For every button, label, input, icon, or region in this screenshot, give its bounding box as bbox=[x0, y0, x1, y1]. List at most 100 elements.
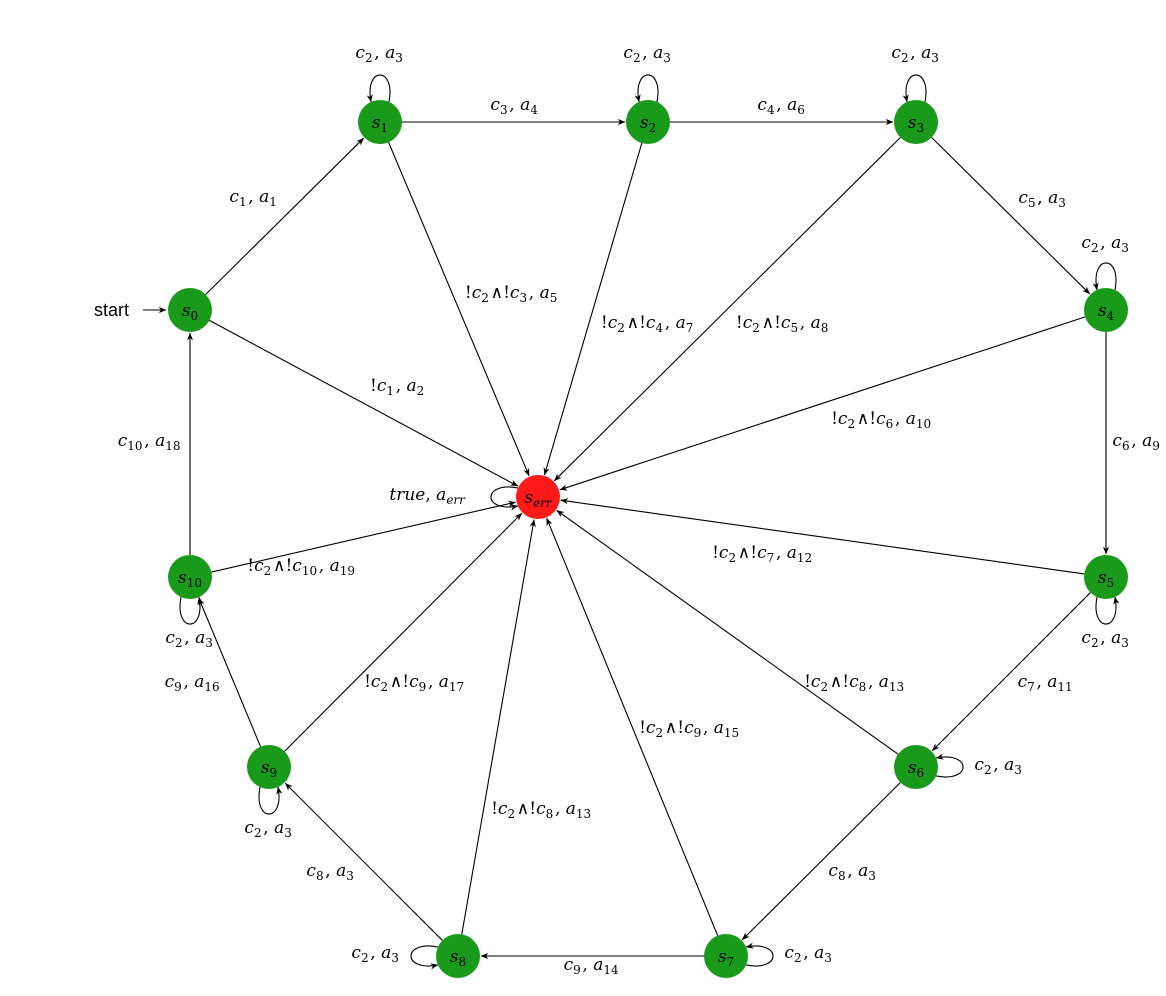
edge-label-s10-s0: c10 , a18 bbox=[118, 431, 182, 453]
state-circle-s10 bbox=[168, 555, 212, 599]
state-node-s9: s9 bbox=[247, 745, 291, 789]
self-loop-label-serr: true, aerr bbox=[389, 485, 466, 507]
edge-s5-serr bbox=[560, 498, 1085, 575]
self-loop-label-s8: c2 , a3 bbox=[351, 943, 400, 965]
edge-label-s6-s7: c8 , a3 bbox=[828, 861, 877, 883]
state-node-serr: serr bbox=[516, 475, 560, 519]
self-loop-label-s9: c2 , a3 bbox=[244, 818, 293, 840]
start-label: start bbox=[94, 300, 129, 320]
state-circle-s6 bbox=[894, 745, 938, 789]
edge-label-s3-serr: !c2 ∧!c5 , a8 bbox=[736, 313, 830, 335]
state-label-s8: s8 bbox=[450, 947, 466, 969]
self-loop-label-s4: c2 , a3 bbox=[1081, 233, 1130, 255]
state-label-serr: serr bbox=[524, 488, 553, 510]
state-circle-s3 bbox=[894, 100, 938, 144]
edge-label-s7-s8: c9 , a14 bbox=[564, 955, 621, 977]
state-label-s10: s10 bbox=[178, 568, 202, 590]
state-node-s2: s2 bbox=[626, 100, 670, 144]
state-node-s5: s5 bbox=[1084, 555, 1128, 599]
self-loop-label-s10: c2 , a3 bbox=[165, 628, 214, 650]
self-loop-s7 bbox=[745, 942, 774, 967]
nodes-layer: s0 s1 s2 s3 s4 s5 s6 s7 s8 s9 s10 serr bbox=[168, 100, 1128, 978]
edge-s3-serr bbox=[553, 137, 901, 482]
self-loop-label-s7: c2 , a3 bbox=[784, 943, 833, 965]
state-node-s3: s3 bbox=[894, 100, 938, 144]
edge-label-s8-serr: !c2 ∧!c8 , a13 bbox=[491, 799, 593, 821]
state-label-s6: s6 bbox=[908, 758, 924, 780]
self-loop-label-s5: c2 , a3 bbox=[1081, 628, 1130, 650]
self-loop-label-s3: c2 , a3 bbox=[891, 43, 940, 65]
state-circle-s0 bbox=[168, 288, 212, 332]
edge-s9-s10 bbox=[198, 597, 262, 747]
edge-s2-serr bbox=[543, 142, 643, 476]
state-label-s0: s0 bbox=[182, 301, 198, 323]
edge-label-s9-s10: c9 , a16 bbox=[165, 672, 222, 694]
self-loop-serr bbox=[490, 486, 519, 511]
edge-s10-serr bbox=[211, 500, 516, 573]
edge-label-s3-s4: c5 , a3 bbox=[1018, 188, 1067, 210]
state-label-s3: s3 bbox=[908, 113, 924, 135]
edge-s6-s7 bbox=[741, 782, 901, 941]
state-circle-s1 bbox=[358, 100, 402, 144]
edge-label-s2-serr: !c2 ∧!c4 , a7 bbox=[601, 313, 695, 335]
state-node-s4: s4 bbox=[1084, 288, 1128, 332]
self-loop-s3 bbox=[902, 74, 927, 103]
edges-layer bbox=[186, 118, 1110, 960]
edge-label-s7-serr: !c2 ∧!c9 , a15 bbox=[639, 718, 741, 740]
state-node-s8: s8 bbox=[436, 934, 480, 978]
self-loop-s1 bbox=[366, 74, 391, 103]
edge-s5-s6 bbox=[931, 592, 1091, 752]
edge-s6-serr bbox=[556, 509, 899, 755]
self-loops-layer bbox=[179, 74, 1120, 970]
edge-label-s4-s5: c6 , a9 bbox=[1112, 431, 1161, 453]
labels-layer: c1 , a1 c3 , a4 c4 , a6 c5 , a3 c6 , a9 … bbox=[118, 43, 1161, 977]
state-node-s10: s10 bbox=[168, 555, 212, 599]
state-circle-s8 bbox=[436, 934, 480, 978]
state-node-s6: s6 bbox=[894, 745, 938, 789]
state-circle-serr bbox=[516, 475, 560, 519]
edge-s3-s4 bbox=[931, 137, 1091, 295]
state-circle-s5 bbox=[1084, 555, 1128, 599]
self-loop-label-s1: c2 , a3 bbox=[355, 43, 404, 65]
start-marker: start bbox=[94, 300, 167, 320]
state-label-s2: s2 bbox=[640, 113, 656, 135]
state-node-s1: s1 bbox=[358, 100, 402, 144]
edge-label-s2-s3: c4 , a6 bbox=[757, 95, 806, 117]
state-label-s9: s9 bbox=[261, 758, 277, 780]
self-loop-s4 bbox=[1092, 262, 1117, 291]
edge-s7-serr bbox=[546, 517, 719, 936]
edge-s4-serr bbox=[559, 316, 1086, 491]
state-label-s4: s4 bbox=[1098, 301, 1115, 323]
edge-label-s1-s2: c3 , a4 bbox=[490, 95, 539, 117]
state-circle-s2 bbox=[626, 100, 670, 144]
edge-label-s5-s6: c7 , a11 bbox=[1018, 672, 1075, 694]
self-loop-s8 bbox=[410, 945, 439, 970]
state-label-s7: s7 bbox=[718, 947, 734, 969]
state-label-s5: s5 bbox=[1098, 568, 1114, 590]
edge-label-s4-serr: !c2 ∧!c6 , a10 bbox=[831, 409, 933, 431]
edge-label-s8-s9: c8 , a3 bbox=[306, 861, 355, 883]
edge-label-s6-serr: !c2 ∧!c8 , a13 bbox=[804, 672, 906, 694]
edge-label-s0-serr: !c1 , a2 bbox=[370, 376, 426, 398]
edge-s9-serr bbox=[284, 512, 523, 752]
edge-label-s1-serr: !c2 ∧!c3 , a5 bbox=[465, 283, 559, 305]
edge-s1-serr bbox=[388, 142, 530, 477]
edge-label-s10-serr: !c2 ∧!c10 , a19 bbox=[247, 556, 356, 578]
edge-label-s0-s1: c1 , a1 bbox=[229, 187, 278, 209]
self-loop-label-s6: c2 , a3 bbox=[974, 755, 1023, 777]
state-circle-s9 bbox=[247, 745, 291, 789]
edge-s0-s1 bbox=[205, 137, 365, 295]
state-circle-s7 bbox=[704, 934, 748, 978]
edge-label-s5-serr: !c2 ∧!c7 , a12 bbox=[712, 543, 814, 565]
self-loop-s10 bbox=[179, 596, 204, 625]
edge-s0-serr bbox=[209, 319, 519, 487]
edge-s8-serr bbox=[461, 519, 536, 935]
self-loop-s9 bbox=[258, 786, 283, 815]
state-circle-s4 bbox=[1084, 288, 1128, 332]
self-loop-s5 bbox=[1095, 596, 1120, 625]
state-node-s7: s7 bbox=[704, 934, 748, 978]
state-node-s0: s0 bbox=[168, 288, 212, 332]
self-loop-s2 bbox=[634, 74, 659, 103]
self-loop-s6 bbox=[935, 753, 964, 778]
